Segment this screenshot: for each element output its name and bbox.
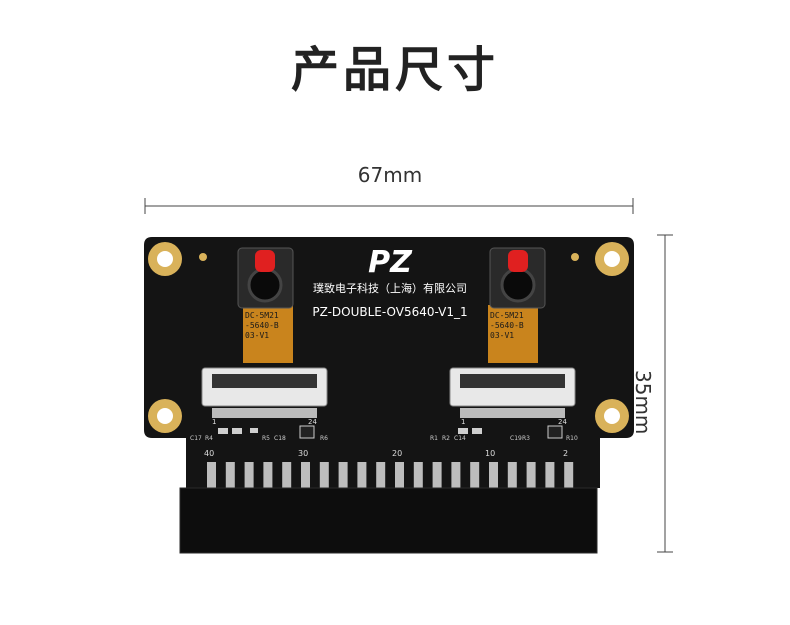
header-pin <box>357 462 367 490</box>
component-label: C18 <box>274 435 286 442</box>
header-pin <box>507 462 517 490</box>
header-pin <box>282 462 292 490</box>
header-pin <box>207 462 216 490</box>
pin-number: 20 <box>392 449 402 458</box>
pin-number: 2 <box>563 449 568 458</box>
header-pin <box>301 462 310 490</box>
component-label: R6 <box>320 435 328 442</box>
fpc-connector-left <box>201 367 328 418</box>
camera-label-left-line2: -5640-B <box>245 321 279 330</box>
pin-header <box>179 487 598 554</box>
fpc-connector-right <box>449 367 576 418</box>
header-pin <box>526 462 536 490</box>
pin-number: 40 <box>204 449 214 458</box>
header-pin <box>451 462 461 490</box>
header-pin <box>470 462 480 490</box>
height-dimension-line <box>657 234 673 553</box>
header-pin <box>263 462 273 490</box>
camera-module-left <box>237 247 294 363</box>
component-label: R1 <box>430 435 438 442</box>
page-title: 产品尺寸 <box>290 42 499 98</box>
mounting-holes <box>148 242 629 433</box>
header-pin <box>225 462 235 490</box>
width-dimension-line <box>144 198 634 214</box>
connector-pin-label: 1 <box>461 418 465 426</box>
connector-pin-label: 24 <box>308 418 317 426</box>
header-pin <box>319 462 329 490</box>
component-label: C19 <box>510 435 522 442</box>
component-label: R4 <box>205 435 213 442</box>
component-label: C14 <box>454 435 466 442</box>
brand-logo: PZ <box>368 245 413 280</box>
header-pin <box>489 462 498 490</box>
camera-label-right-line2: -5640-B <box>490 321 524 330</box>
model-name: PZ-DOUBLE-OV5640-V1_1 <box>312 305 467 319</box>
header-pin <box>432 462 442 490</box>
component-label: R3 <box>522 435 530 442</box>
header-pin <box>395 462 404 490</box>
pin-number: 30 <box>298 449 308 458</box>
header-pin <box>338 462 348 490</box>
smd-components <box>218 425 563 439</box>
pin-number: 10 <box>485 449 495 458</box>
header-pin <box>376 462 386 490</box>
header-pin <box>545 462 555 490</box>
header-pin <box>413 462 423 490</box>
header-pin <box>564 462 574 490</box>
header-pin <box>244 462 254 490</box>
camera-label-right-line1: DC-5M21 <box>490 311 524 320</box>
component-label: R2 <box>442 435 450 442</box>
component-label: R10 <box>566 435 578 442</box>
camera-module-right <box>488 247 546 363</box>
camera-label-right-line3: 03-V1 <box>490 331 514 340</box>
component-label: R5 <box>262 435 270 442</box>
header-pins <box>207 462 574 490</box>
connector-pin-label: 24 <box>558 418 567 426</box>
camera-label-left-line1: DC-5M21 <box>245 311 279 320</box>
camera-label-left-line3: 03-V1 <box>245 331 269 340</box>
connector-pin-label: 1 <box>212 418 216 426</box>
company-name: 璞致电子科技（上海）有限公司 <box>313 281 467 295</box>
width-dimension-label: 67mm <box>357 163 423 187</box>
component-label: C17 <box>190 435 202 442</box>
